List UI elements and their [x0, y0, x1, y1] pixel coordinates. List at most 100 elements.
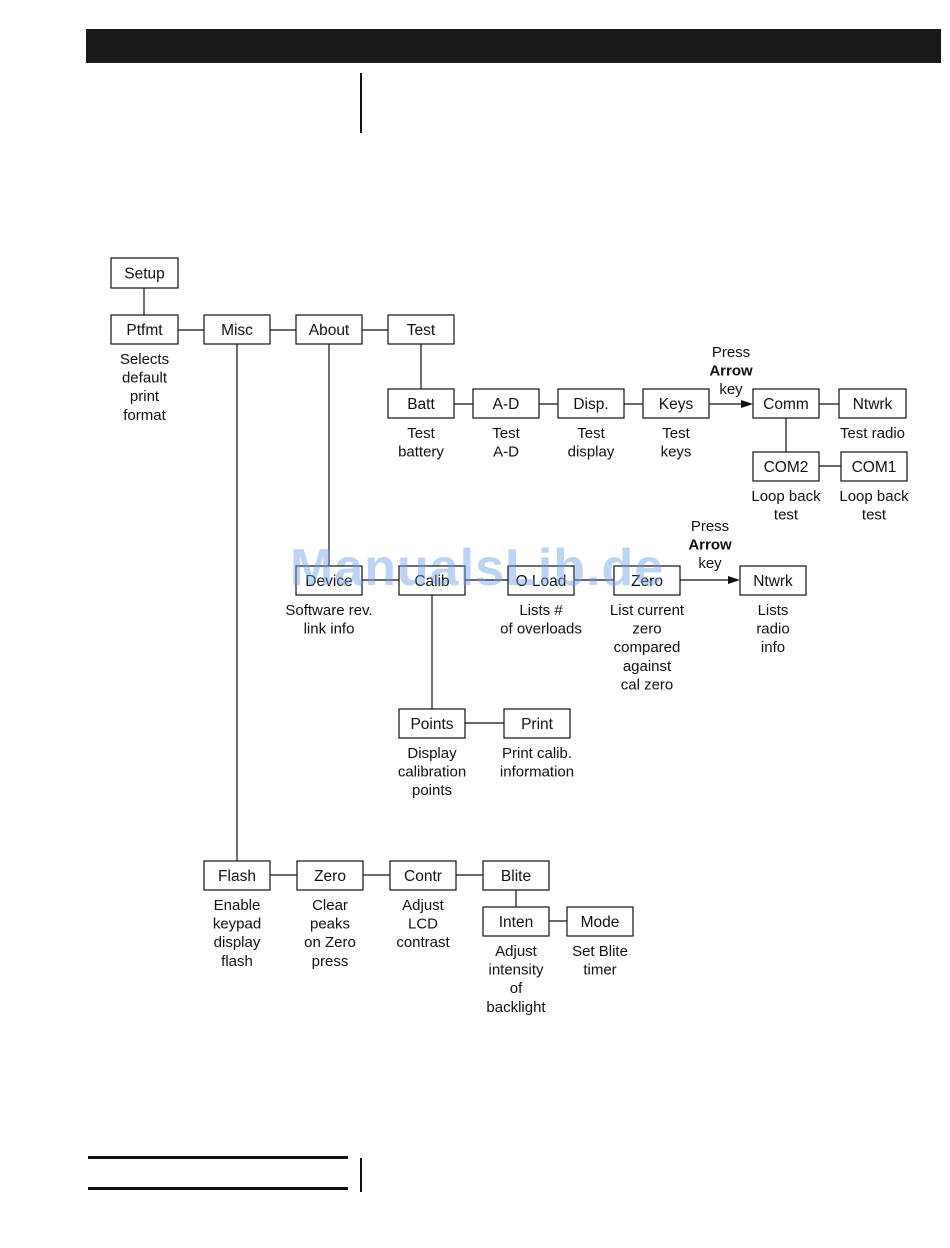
- node-description: backlight: [486, 999, 546, 1016]
- node-box: [752, 451, 820, 482]
- node-label: Print: [521, 716, 554, 733]
- node-description: on Zero: [304, 934, 356, 951]
- node-box: [752, 388, 820, 419]
- node-description: print: [130, 388, 160, 405]
- node-description: Loop back: [751, 488, 821, 505]
- node-box: [295, 565, 363, 596]
- node-description: Enable: [214, 897, 261, 914]
- node-description: intensity: [488, 962, 544, 979]
- node-box: [295, 314, 363, 345]
- arrow-note-text: key: [698, 555, 722, 572]
- arrow-note-text: Press: [712, 344, 750, 361]
- node-description: test: [774, 507, 799, 524]
- node-label: Keys: [659, 396, 694, 413]
- node-label: Misc: [221, 322, 253, 339]
- menu-node-misc: Misc: [203, 314, 271, 345]
- node-description: zero: [632, 621, 661, 638]
- node-label: Calib: [414, 573, 449, 590]
- node-description: List current: [610, 602, 685, 619]
- node-description: Test: [662, 425, 690, 442]
- node-box: [296, 860, 364, 891]
- node-label: Blite: [501, 868, 531, 885]
- node-label: COM1: [852, 459, 897, 476]
- node-box: [398, 708, 466, 739]
- node-box: [566, 906, 634, 937]
- node-description: of: [510, 980, 523, 997]
- node-description: info: [761, 639, 785, 656]
- node-description: Lists: [758, 602, 789, 619]
- node-description: Display: [407, 745, 457, 762]
- arrow-note-text: Press: [691, 518, 729, 535]
- node-description: Test: [407, 425, 435, 442]
- node-description: format: [123, 407, 166, 424]
- node-box: [389, 860, 457, 891]
- node-box: [642, 388, 710, 419]
- node-description: Set Blite: [572, 943, 628, 960]
- node-label: Ntwrk: [753, 573, 793, 590]
- node-description: Adjust: [402, 897, 445, 914]
- menu-node-about: About: [295, 314, 363, 345]
- node-box: [472, 388, 540, 419]
- node-box: [739, 565, 807, 596]
- header-bar: [86, 29, 941, 63]
- node-label: Points: [410, 716, 453, 733]
- node-description: press: [312, 953, 349, 970]
- node-label: Flash: [218, 868, 256, 885]
- node-description: contrast: [396, 934, 450, 951]
- footer-divider: [360, 1158, 362, 1192]
- node-description: display: [214, 934, 261, 951]
- node-box: [387, 388, 455, 419]
- menu-node-blite: Blite: [482, 860, 550, 891]
- node-label: Comm: [763, 396, 809, 413]
- node-box: [838, 388, 907, 419]
- node-description: timer: [583, 962, 616, 979]
- arrow-note-text: key: [719, 381, 743, 398]
- node-description: keypad: [213, 916, 261, 933]
- node-description: points: [412, 782, 452, 799]
- node-label: COM2: [764, 459, 809, 476]
- node-label: Inten: [499, 914, 533, 931]
- node-box: [503, 708, 571, 739]
- footer-rule-bottom: [88, 1187, 348, 1190]
- node-description: of overloads: [500, 621, 582, 638]
- node-label: About: [309, 322, 350, 339]
- watermark: ManualsLib.de: [290, 539, 665, 597]
- node-label: Setup: [124, 266, 165, 283]
- node-description: Adjust: [495, 943, 538, 960]
- node-box: [840, 451, 908, 482]
- node-description: A-D: [493, 444, 519, 461]
- node-description: battery: [398, 444, 444, 461]
- menu-node-comm: Comm: [752, 388, 820, 419]
- node-label: Zero: [314, 868, 346, 885]
- node-label: Ntwrk: [853, 396, 893, 413]
- node-box: [203, 860, 271, 891]
- node-box: [482, 860, 550, 891]
- node-description: peaks: [310, 916, 350, 933]
- node-description: default: [122, 370, 168, 387]
- node-description: Clear: [312, 897, 348, 914]
- node-box: [613, 565, 681, 596]
- node-label: Zero: [631, 573, 663, 590]
- menu-node-calib: Calib: [398, 565, 466, 596]
- node-description: Test radio: [840, 425, 905, 442]
- node-description: Software rev.: [285, 602, 372, 619]
- node-description: radio: [756, 621, 789, 638]
- node-description: information: [500, 764, 574, 781]
- node-description: against: [623, 658, 672, 675]
- node-label: Disp.: [573, 396, 608, 413]
- node-box: [557, 388, 625, 419]
- node-label: Test: [407, 322, 436, 339]
